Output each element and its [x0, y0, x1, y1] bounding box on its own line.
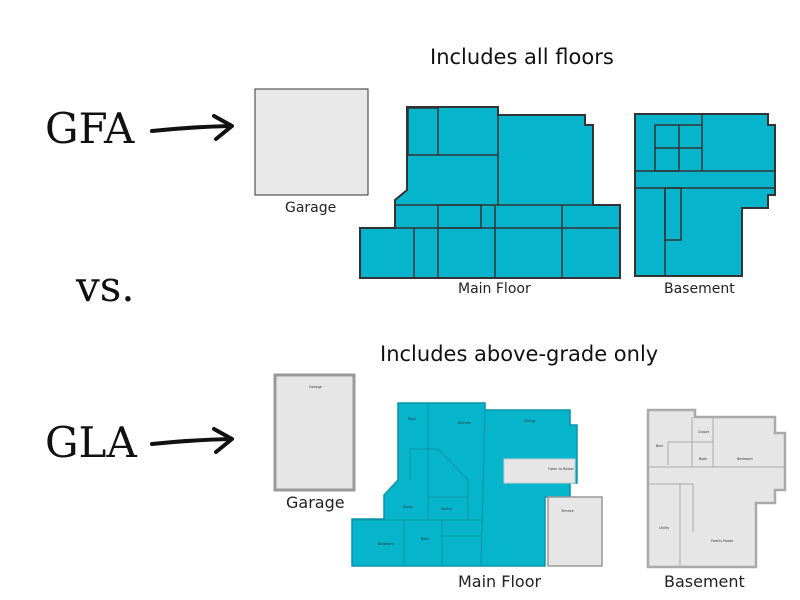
- gla-room-label: Kitchen: [458, 421, 471, 425]
- gla-room-label: Pantry: [441, 507, 452, 511]
- gla-room-label: Dining: [524, 419, 535, 423]
- gfa-label: GFA: [45, 104, 135, 153]
- versus-label: vs.: [76, 262, 135, 311]
- gla-room-label: Garage: [309, 385, 322, 389]
- gla-garage-caption: Garage: [286, 493, 345, 512]
- gla-garage-plan: Garage: [273, 373, 356, 492]
- gla-room-label: Bedroom: [737, 457, 753, 461]
- gla-room-label: Terrace: [560, 509, 574, 513]
- gla-main-floor-plan: Mud Kitchen Dining Open to Below Stairs …: [351, 402, 603, 567]
- gla-basement-plan: Bed Closet Bath Bedroom Utility Family R…: [646, 408, 787, 569]
- gla-room-label: Utility: [659, 526, 669, 530]
- gla-room-label: Bath: [421, 537, 429, 541]
- gla-room-label: Bedroom: [378, 542, 394, 546]
- gfa-basement-plan: [634, 113, 776, 277]
- gla-room-label: Stairs: [403, 505, 413, 509]
- gfa-garage-caption: Garage: [285, 200, 337, 216]
- gfa-main-floor-caption: Main Floor: [458, 281, 531, 297]
- gfa-basement-caption: Basement: [664, 281, 735, 297]
- gla-room-label: Bed: [656, 444, 663, 448]
- gla-basement-caption: Basement: [664, 572, 745, 591]
- gfa-main-floor-plan: [359, 106, 621, 279]
- gla-arrow-icon: [150, 427, 234, 454]
- gla-main-floor-caption: Main Floor: [458, 572, 542, 591]
- gfa-garage-plan: [254, 88, 369, 196]
- gla-heading: Includes above-grade only: [380, 342, 659, 366]
- gfa-heading: Includes all floors: [430, 45, 614, 69]
- gla-room-label: Family Room: [711, 539, 734, 543]
- gla-room-label: Bath: [699, 457, 707, 461]
- gla-room-label: Closet: [698, 430, 710, 434]
- gla-room-label: Mud: [408, 417, 415, 421]
- gla-room-label: Open to Below: [548, 467, 574, 471]
- gfa-arrow-icon: [150, 114, 234, 141]
- gla-label: GLA: [45, 418, 137, 467]
